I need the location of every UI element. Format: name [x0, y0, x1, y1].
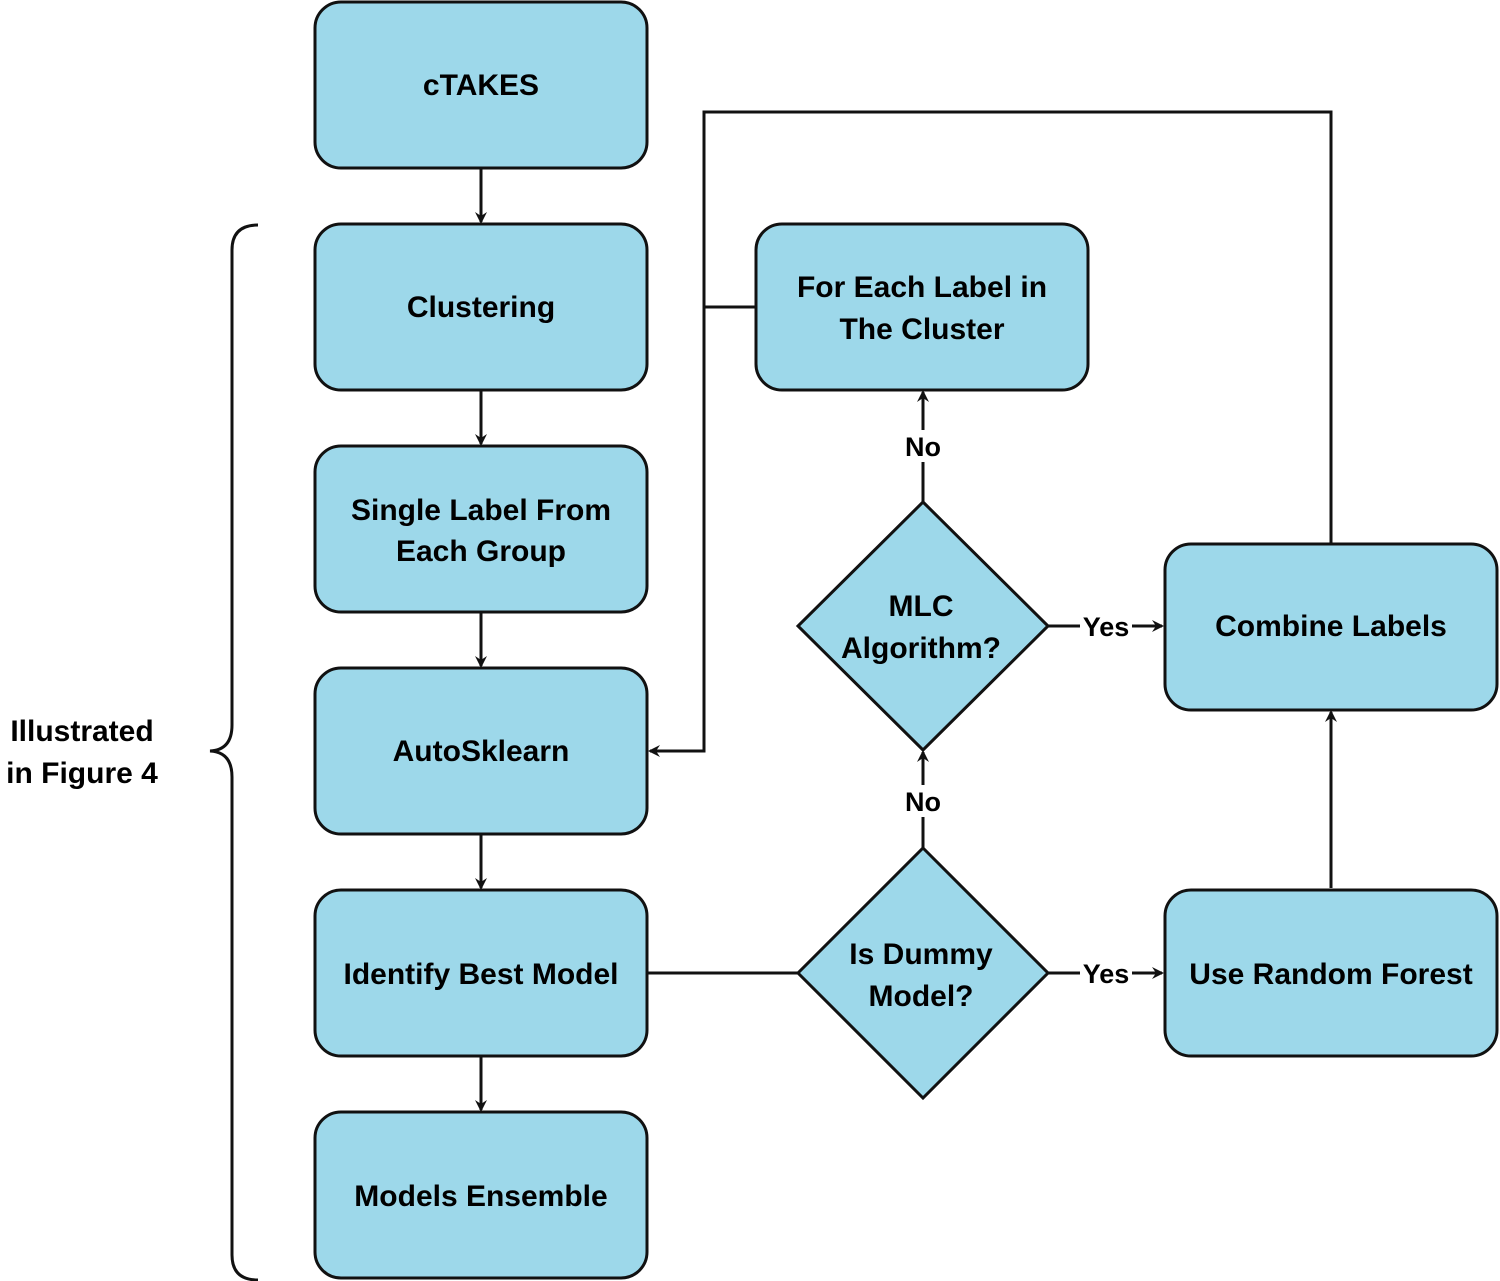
node-single-label-line1: Single Label From [351, 494, 611, 527]
node-single-label-line2: Each Group [396, 535, 566, 568]
node-use-random-forest: Use Random Forest [1163, 888, 1499, 1058]
edge-label-mlc-yes: Yes [1083, 612, 1130, 642]
node-ensemble-label: Models Ensemble [354, 1180, 607, 1213]
edge-label-dummy-no: No [905, 787, 941, 817]
node-clustering: Clustering [313, 222, 649, 392]
node-ctakes-label: cTAKES [423, 69, 539, 102]
node-dummy-line2: Model? [869, 980, 974, 1013]
node-clustering-label: Clustering [407, 291, 555, 324]
node-for-each-line1: For Each Label in [797, 271, 1047, 304]
node-single-label: Single Label From Each Group [313, 444, 649, 614]
node-mlc-line1: MLC [889, 590, 954, 623]
node-autosklearn-label: AutoSklearn [393, 735, 570, 768]
node-dummy-line1: Is Dummy [849, 938, 993, 971]
node-combine-labels: Combine Labels [1163, 542, 1499, 712]
node-ctakes: cTAKES [313, 0, 649, 170]
node-identify-best-model: Identify Best Model [313, 888, 649, 1058]
left-brace [209, 223, 259, 1281]
node-combine-label: Combine Labels [1215, 610, 1447, 643]
node-for-each-label: For Each Label in The Cluster [754, 222, 1090, 392]
edge-combine-loop [648, 110, 1333, 757]
node-autosklearn: AutoSklearn [313, 666, 649, 836]
node-mlc-algorithm: MLC Algorithm? [795, 499, 1051, 753]
brace-label-line2: in Figure 4 [6, 757, 158, 790]
node-identify-label: Identify Best Model [343, 958, 618, 991]
node-mlc-line2: Algorithm? [841, 632, 1001, 665]
node-models-ensemble: Models Ensemble [313, 1110, 649, 1280]
node-is-dummy-model: Is Dummy Model? [795, 845, 1051, 1101]
edge-label-mlc-no: No [905, 432, 941, 462]
node-random-forest-label: Use Random Forest [1189, 958, 1472, 991]
edge-label-dummy-yes: Yes [1083, 959, 1130, 989]
brace-label-line1: Illustrated [10, 715, 153, 748]
node-for-each-line2: The Cluster [839, 313, 1004, 346]
